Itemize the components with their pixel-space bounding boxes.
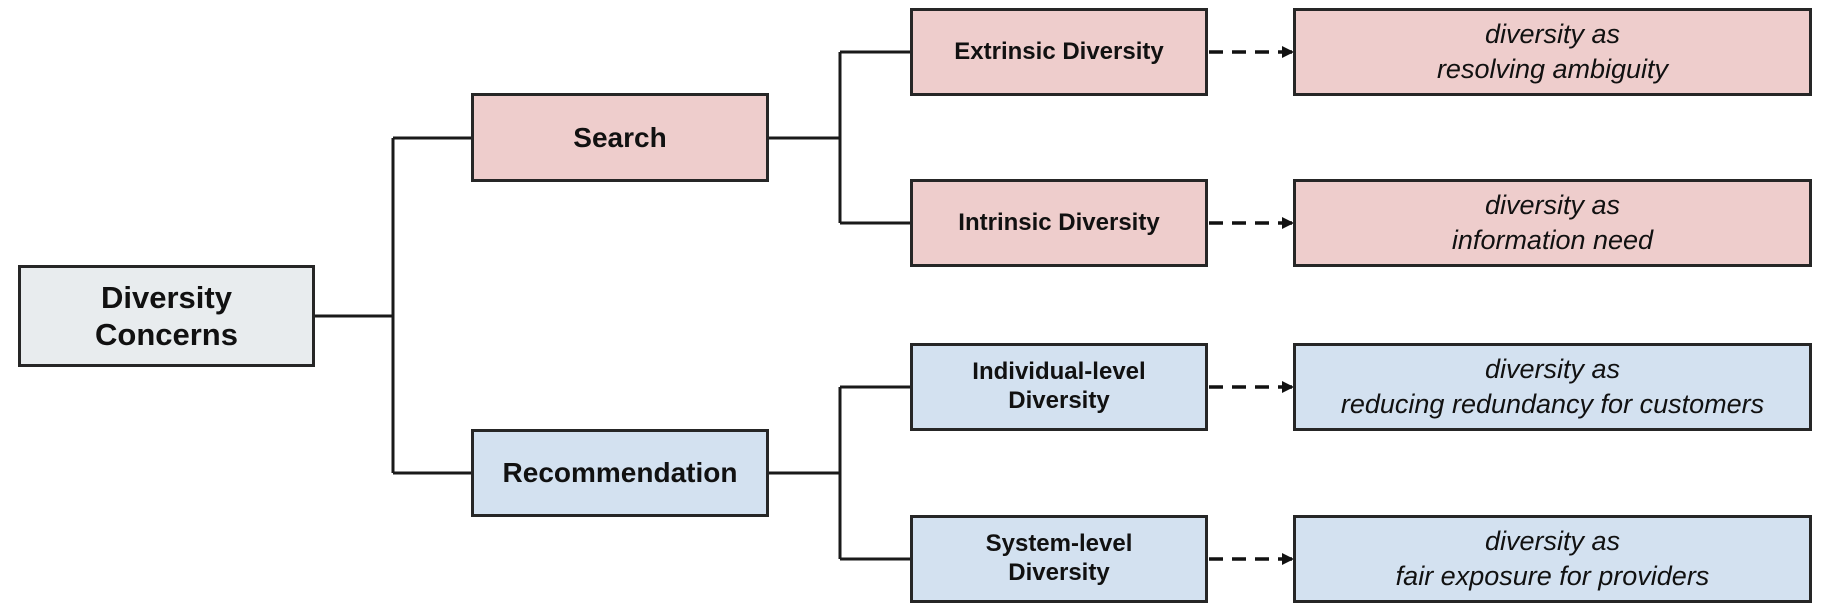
root-node: Diversity Concerns	[18, 265, 315, 367]
intrinsic-desc-line2: information need	[1451, 225, 1654, 255]
individual-level-diversity-node: Individual-level Diversity	[910, 343, 1208, 431]
extrinsic-diversity-label: Extrinsic Diversity	[954, 37, 1164, 65]
root-label-line2: Concerns	[95, 317, 238, 352]
extrinsic-description-node: diversity as resolving ambiguity	[1293, 8, 1812, 96]
extrinsic-diversity-node: Extrinsic Diversity	[910, 8, 1208, 96]
intrinsic-diversity-label: Intrinsic Diversity	[958, 208, 1160, 236]
system-level-label-line2: Diversity	[1008, 559, 1110, 586]
search-node: Search	[471, 93, 769, 182]
recommendation-label: Recommendation	[502, 457, 738, 489]
system-level-label-line1: System-level	[985, 530, 1133, 558]
individual-level-description-node: diversity as reducing redundancy for cus…	[1293, 343, 1812, 431]
system-level-description-node: diversity as fair exposure for providers	[1293, 515, 1812, 603]
system-desc-line2: fair exposure for providers	[1395, 561, 1710, 591]
extrinsic-desc-line1: diversity as	[1484, 18, 1621, 49]
system-desc-line1: diversity as	[1484, 525, 1621, 556]
root-connector	[315, 136, 472, 475]
system-level-diversity-node: System-level Diversity	[910, 515, 1208, 603]
intrinsic-desc-line1: diversity as	[1484, 189, 1621, 220]
recommendation-node: Recommendation	[471, 429, 769, 517]
individual-level-label-line2: Diversity	[1008, 387, 1110, 414]
search-label: Search	[573, 121, 667, 153]
extrinsic-desc-line2: resolving ambiguity	[1436, 54, 1669, 84]
recommendation-connector	[768, 385, 912, 561]
search-connector	[768, 50, 912, 225]
intrinsic-diversity-node: Intrinsic Diversity	[910, 179, 1208, 267]
individual-desc-line2: reducing redundancy for customers	[1340, 389, 1765, 419]
root-label-line1: Diversity	[101, 279, 232, 315]
individual-level-label-line1: Individual-level	[972, 358, 1146, 386]
intrinsic-description-node: diversity as information need	[1293, 179, 1812, 267]
individual-desc-line1: diversity as	[1484, 353, 1621, 384]
